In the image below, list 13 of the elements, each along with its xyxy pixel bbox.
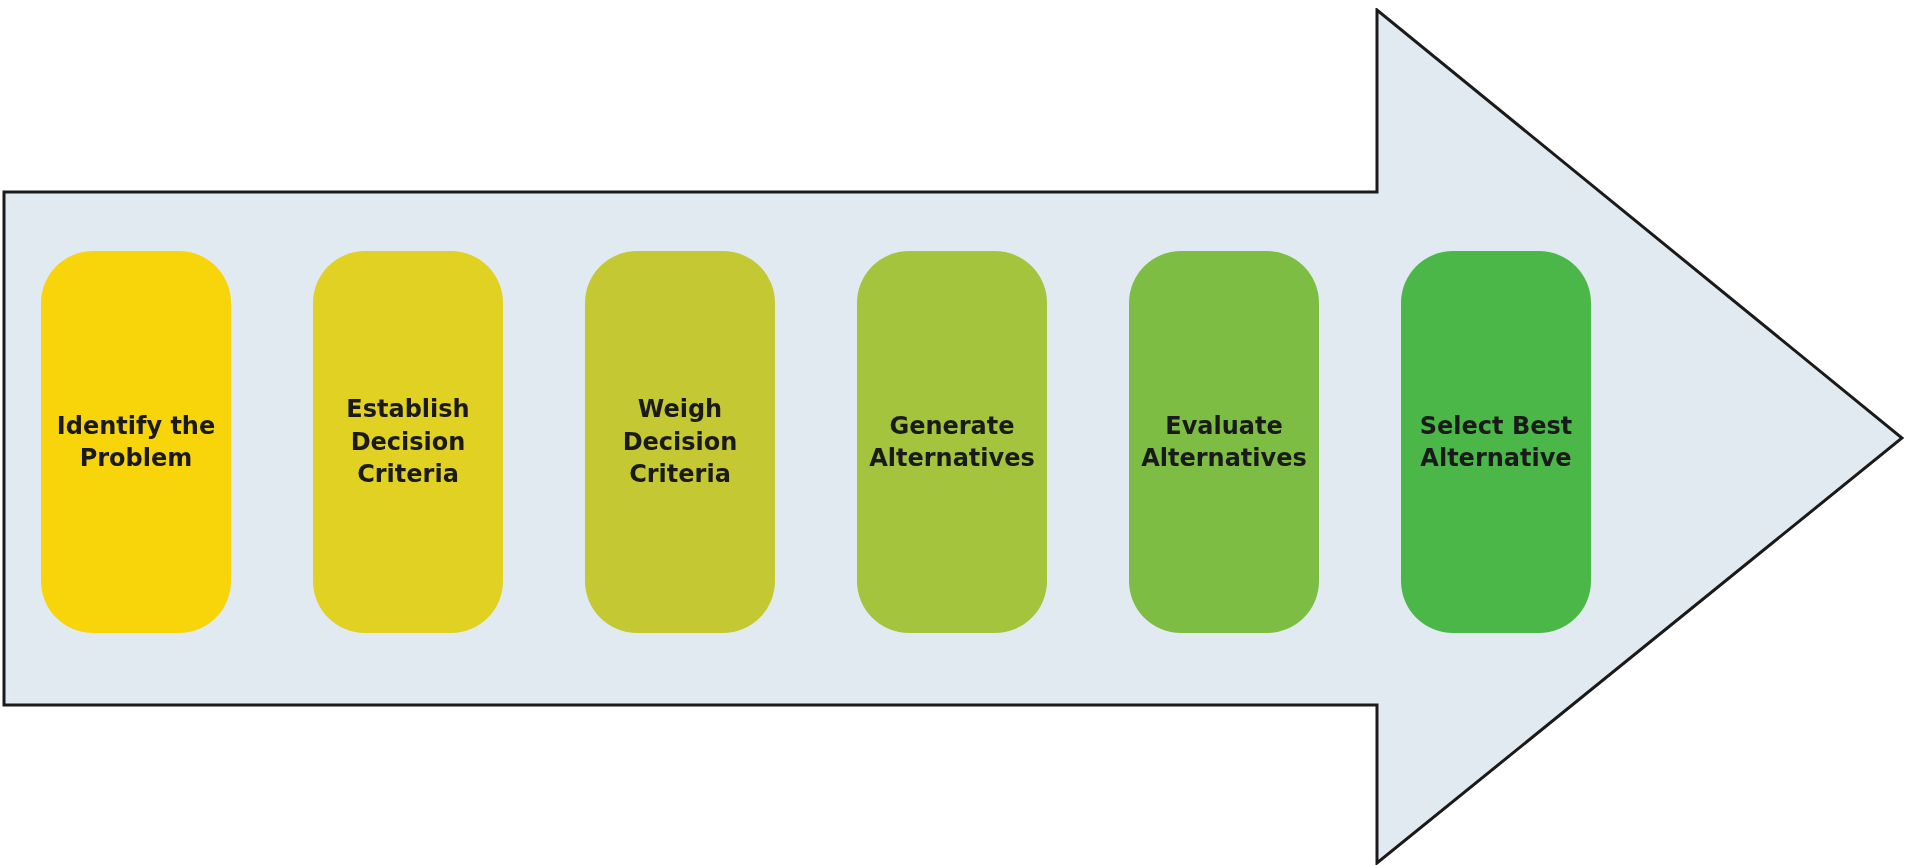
arrow-shape [2, 8, 1904, 865]
step-box [585, 251, 775, 633]
step-box [1401, 251, 1591, 633]
step-label: Establish Decision Criteria [345, 394, 471, 491]
step-label: Generate Alternatives [868, 410, 1036, 474]
step-label: Identify the Problem [55, 410, 217, 474]
step-label: Evaluate Alternatives [1140, 410, 1308, 474]
step-box [313, 251, 503, 633]
step-box [1129, 251, 1319, 633]
step-label: Select Best Alternative [1418, 410, 1574, 474]
step-label: Weigh Decision Criteria [621, 394, 739, 491]
step-box [41, 251, 231, 633]
step-box [857, 251, 1047, 633]
